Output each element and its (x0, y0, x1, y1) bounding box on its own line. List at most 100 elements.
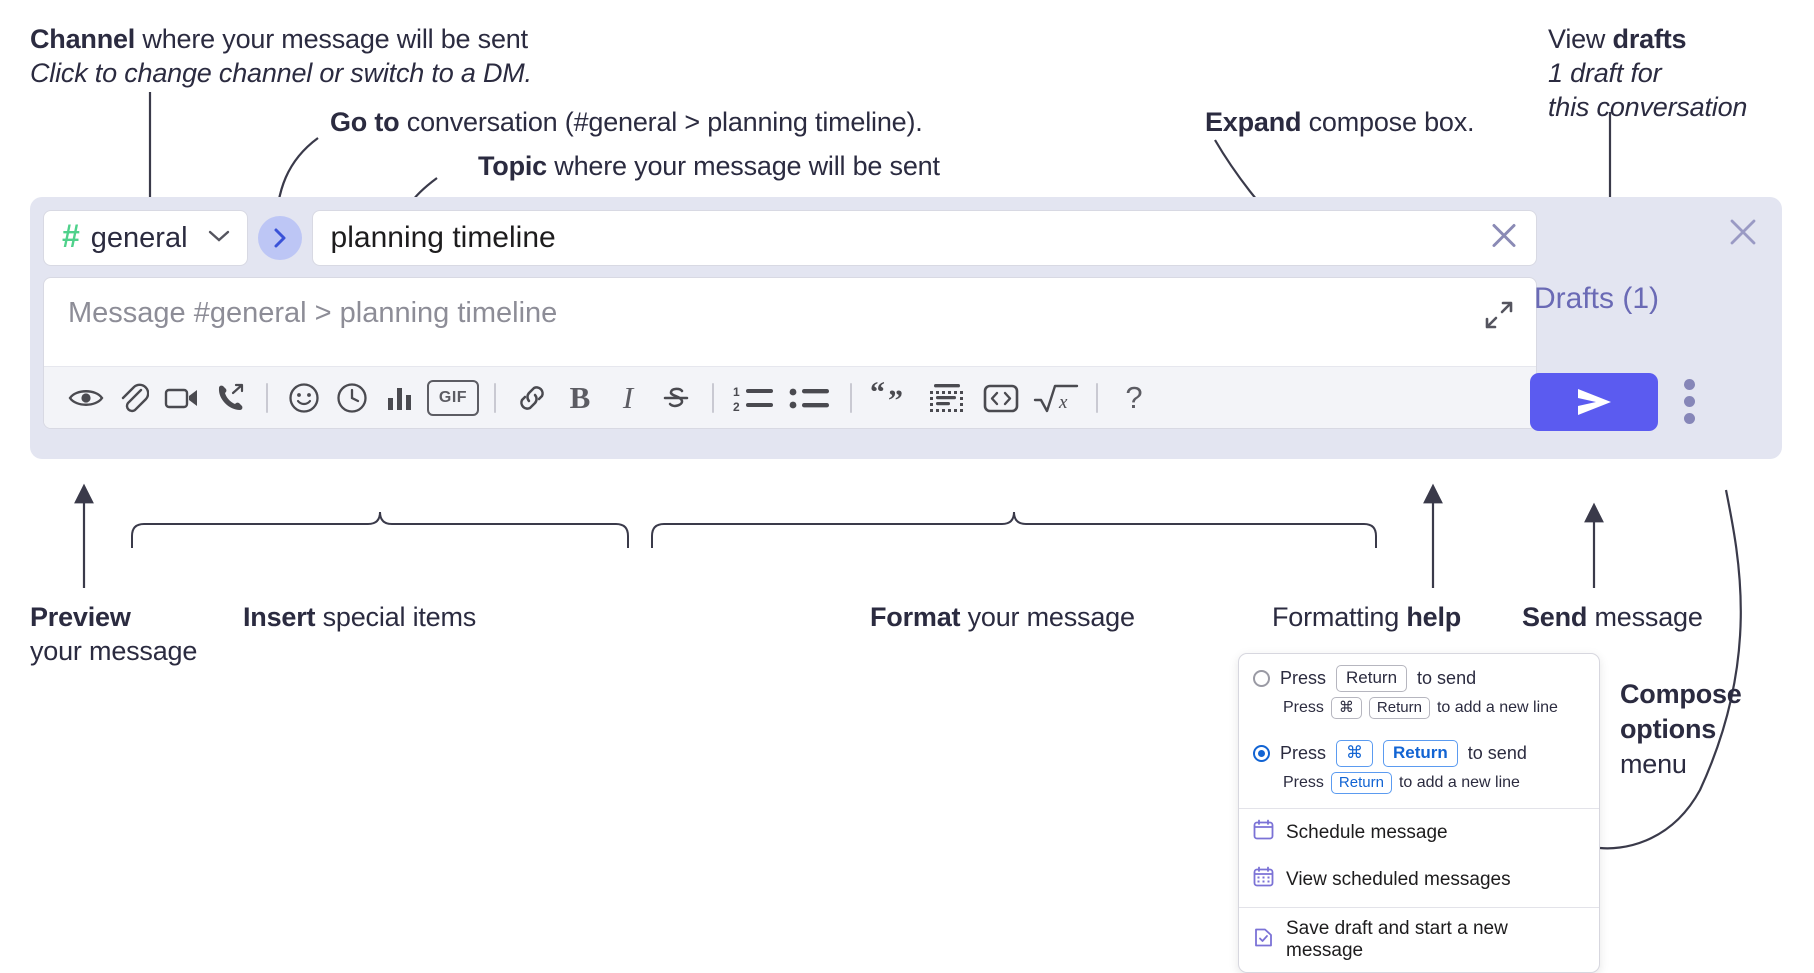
channel-select[interactable]: # general (43, 210, 248, 266)
italic-icon[interactable]: I (604, 374, 652, 422)
annotation-drafts-bold: drafts (1612, 24, 1687, 54)
svg-text:1: 1 (733, 385, 740, 399)
go-to-conversation-button[interactable] (257, 216, 302, 260)
gif-icon[interactable]: GIF (424, 374, 482, 422)
annotation-compose-options: Compose options menu (1620, 677, 1742, 782)
annotation-insert: Insert special items (243, 600, 476, 634)
compose-options-button[interactable] (1684, 379, 1695, 424)
gif-label: GIF (427, 379, 479, 416)
save-draft-icon (1253, 927, 1274, 954)
format-toolbar: GIF B I (44, 366, 1536, 428)
close-icon[interactable] (1488, 220, 1520, 257)
send-button[interactable] (1530, 373, 1658, 431)
menu-option-return-to-send[interactable]: Press Return to send (1239, 654, 1599, 695)
annotation-drafts-sub2: this conversation (1548, 92, 1748, 123)
bold-icon[interactable]: B (556, 374, 604, 422)
annotation-preview-bold: Preview (30, 602, 131, 632)
blockquote-icon[interactable]: “” (864, 374, 920, 422)
menu-item-label: View scheduled messages (1286, 868, 1511, 890)
svg-text:2: 2 (733, 400, 740, 413)
option1-press: Press (1280, 667, 1327, 688)
option2-sub-rest: to add a new line (1398, 774, 1520, 792)
annotation-preview-line2: your message (30, 636, 198, 667)
annotation-drafts-sub1: 1 draft for (1548, 58, 1662, 89)
code-block-icon[interactable] (920, 374, 974, 422)
annotation-help-rest: Formatting (1272, 602, 1407, 632)
drafts-panel: Drafts (1) (1522, 197, 1782, 459)
bold-label: B (569, 379, 591, 415)
menu-option1-hint: Press ⌘ Return to add a new line (1239, 695, 1599, 729)
annotation-expand-bold: Expand (1205, 107, 1302, 137)
annotation-format-rest: your message (960, 602, 1135, 632)
message-box: Message #general > planning timeline (43, 277, 1537, 429)
svg-text:”: ” (888, 384, 903, 414)
topic-input[interactable]: planning timeline (311, 210, 1537, 266)
menu-item-schedule-message[interactable]: Schedule message (1239, 809, 1599, 856)
hash-icon: # (62, 218, 80, 254)
annotation-channel-rest: where your message will be sent (135, 24, 528, 54)
video-icon[interactable] (158, 374, 206, 422)
annotation-expand-rest: compose box. (1301, 107, 1475, 137)
menu-option-cmd-return-to-send[interactable]: Press ⌘ Return to send (1239, 729, 1599, 770)
chevron-down-icon (207, 228, 231, 249)
toolbar-divider (494, 382, 496, 413)
inline-code-icon[interactable] (974, 374, 1028, 422)
option1-to-send: to send (1417, 667, 1477, 688)
annotation-drafts: View drafts 1 draft for this conversatio… (1548, 22, 1747, 124)
toolbar-divider (712, 382, 714, 413)
close-icon[interactable] (1726, 215, 1760, 254)
attachment-icon[interactable] (110, 374, 158, 422)
clock-icon[interactable] (328, 374, 376, 422)
annotation-send: Send message (1522, 600, 1703, 634)
preview-icon[interactable] (62, 374, 110, 422)
menu-item-save-draft[interactable]: Save draft and start a new message (1239, 908, 1599, 972)
menu-divider (1239, 907, 1599, 909)
kbd-return: Return (1383, 740, 1458, 768)
compose-widget: # general planning timeline (30, 197, 1782, 459)
italic-label: I (622, 379, 634, 415)
help-icon[interactable]: ? (1110, 374, 1158, 422)
annotation-topic-rest: where your message will be sent (547, 151, 940, 181)
option2-to-send: to send (1467, 743, 1527, 764)
topic-value: planning timeline (330, 221, 556, 254)
option1-sub-press: Press (1283, 699, 1324, 717)
message-input[interactable]: Message #general > planning timeline (44, 278, 1536, 366)
annotation-insert-rest: special items (315, 602, 477, 632)
link-icon[interactable] (508, 374, 556, 422)
audio-icon[interactable] (206, 374, 254, 422)
channel-name: general (90, 221, 188, 254)
annotation-goto-bold: Go to (330, 107, 400, 137)
annotation-goto-rest: conversation (#general > planning timeli… (399, 107, 923, 137)
compose-options-menu: Press Return to send Press ⌘ Return to a… (1238, 653, 1600, 973)
kbd-return: Return (1330, 772, 1392, 795)
toolbar-divider (1096, 382, 1098, 413)
menu-option2-hint: Press Return to add a new line (1239, 770, 1599, 804)
menu-item-view-scheduled-messages[interactable]: View scheduled messages (1239, 856, 1599, 903)
annotation-channel: Channel where your message will be sent … (30, 22, 532, 90)
expand-icon[interactable] (1484, 300, 1514, 335)
bulleted-list-icon[interactable] (782, 374, 838, 422)
emoji-icon[interactable] (280, 374, 328, 422)
radio-unselected[interactable] (1253, 669, 1270, 687)
annotation-send-rest: message (1587, 602, 1703, 632)
dot (1684, 413, 1695, 424)
help-label: ? (1125, 379, 1143, 415)
option2-sub-press: Press (1283, 774, 1324, 792)
dot (1684, 379, 1695, 390)
svg-text:“: “ (870, 382, 885, 409)
menu-item-label: Save draft and start a new message (1286, 918, 1508, 962)
annotation-goto: Go to conversation (#general > planning … (330, 105, 923, 139)
math-icon[interactable]: x (1028, 374, 1084, 422)
annotation-preview: Preview your message (30, 600, 197, 668)
radio-selected[interactable] (1253, 745, 1270, 763)
annotation-compose-options-bold2: options (1620, 714, 1717, 745)
kbd-return: Return (1336, 665, 1408, 692)
svg-text:x: x (1058, 392, 1068, 413)
compose-header-row: # general planning timeline (43, 210, 1537, 266)
annotation-send-bold: Send (1522, 602, 1588, 632)
poll-icon[interactable] (376, 374, 424, 422)
annotation-compose-options-bold1: Compose (1620, 679, 1742, 709)
drafts-link[interactable]: Drafts (1) (1534, 282, 1660, 315)
strikethrough-icon[interactable] (652, 374, 700, 422)
